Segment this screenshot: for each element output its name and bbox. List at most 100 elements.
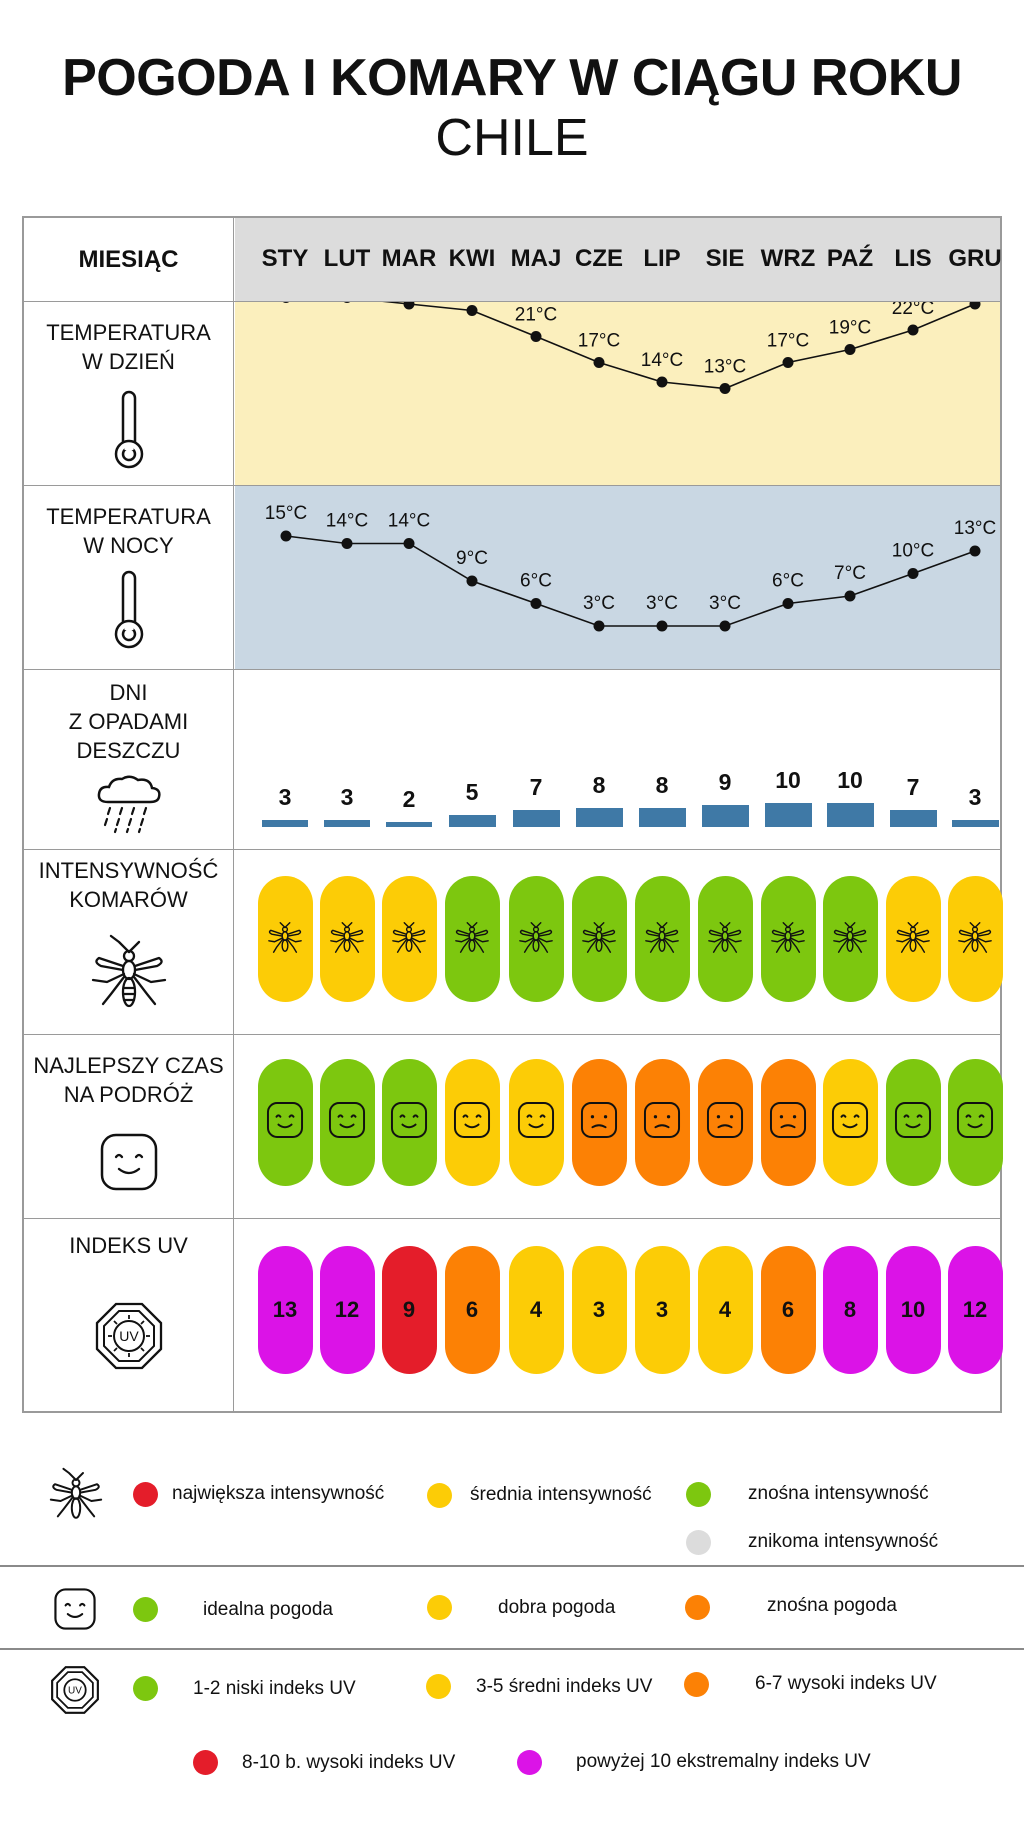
rain-bar xyxy=(764,803,812,827)
legend-dot-orange xyxy=(685,1595,710,1620)
mosquito-icon xyxy=(580,918,618,961)
mosquito-pill xyxy=(947,876,1003,1002)
temp-night-label: TEMPERATURA W NOCY xyxy=(46,504,211,558)
temp-night-label: 7°C xyxy=(834,563,866,584)
rain-bar-value: 10 xyxy=(775,767,801,793)
rain-bar xyxy=(386,822,432,827)
temp-night-point xyxy=(656,620,668,632)
month-label: WRZ xyxy=(760,245,816,272)
uv-value: 9 xyxy=(402,1297,416,1322)
rain-bar xyxy=(826,803,874,827)
legend-dot-green xyxy=(686,1482,711,1507)
mosquito-icon xyxy=(769,918,807,961)
month-label: MAR xyxy=(381,245,437,272)
legend-divider xyxy=(0,1565,1024,1567)
temp-night-point xyxy=(341,538,353,549)
legend-dot-green xyxy=(133,1597,158,1622)
legend-weather-good: dobra pogoda xyxy=(498,1597,616,1618)
month-label: LIS xyxy=(894,245,932,272)
best-time-pill xyxy=(319,1059,375,1186)
uv-value: 3 xyxy=(655,1297,669,1322)
mosquito-pill xyxy=(760,876,816,1002)
uv-value: 4 xyxy=(529,1297,543,1322)
temp-day-point xyxy=(466,305,478,316)
mosquito-icon xyxy=(24,932,234,1012)
temp-night-label-cell: TEMPERATURA W NOCY xyxy=(24,486,234,669)
uv-value: 4 xyxy=(718,1297,732,1322)
rain-label: DNI Z OPADAMI DESZCZU xyxy=(68,680,189,763)
svg-text:UV: UV xyxy=(68,1686,82,1697)
mosquito-label: INTENSYWNOŚĆ KOMARÓW xyxy=(38,858,219,912)
rain-bar-value: 9 xyxy=(718,769,732,796)
legend-dot-grey xyxy=(686,1530,711,1555)
best-time-pill xyxy=(822,1059,878,1186)
mosquito-pill xyxy=(257,876,313,1002)
temp-day-row: TEMPERATURA W DZIEŃ 27°C27°C26°C25°C21°C… xyxy=(24,266,1000,486)
legend-uv-medium: 3-5 średni indeks UV xyxy=(476,1676,653,1697)
rain-bar-value: 7 xyxy=(906,774,920,801)
smiley-icon xyxy=(54,1588,96,1635)
rain-bar xyxy=(262,819,308,827)
temp-day-point xyxy=(530,331,542,342)
legend-uv-very-high: 8-10 b. wysoki indeks UV xyxy=(242,1752,456,1773)
uv-label-cell: INDEKS UV UV xyxy=(24,1219,234,1411)
temp-day-label: 17°C xyxy=(578,331,620,352)
rain-bar-value: 10 xyxy=(837,767,863,793)
page-title: POGODA I KOMARY W CIĄGU ROKU xyxy=(62,49,962,107)
temp-night-label: 6°C xyxy=(772,571,804,592)
legend-dot-yellow xyxy=(427,1595,452,1620)
month-label: CZE xyxy=(575,245,623,272)
neutral-face-icon xyxy=(580,1101,618,1144)
best-time-pill xyxy=(760,1059,816,1186)
uv-pill: 4 xyxy=(697,1246,753,1374)
month-label: MAJ xyxy=(510,245,562,272)
smiley-icon xyxy=(266,1101,304,1144)
uv-value: 6 xyxy=(465,1297,479,1322)
best-time-pill xyxy=(571,1059,627,1186)
uv-pill: 9 xyxy=(381,1246,437,1374)
best-time-pill xyxy=(634,1059,690,1186)
legend-weather-bearable: znośna pogoda xyxy=(767,1595,897,1616)
mosquito-pill xyxy=(444,876,500,1002)
temp-day-label: 22°C xyxy=(892,302,934,319)
page-subtitle: CHILE xyxy=(435,109,589,167)
mosquito-label-cell: INTENSYWNOŚĆ KOMARÓW xyxy=(24,850,234,1034)
uv-pill: 3 xyxy=(634,1246,690,1374)
temp-day-point xyxy=(969,298,981,310)
temp-night-label: 3°C xyxy=(646,593,678,614)
temp-day-point xyxy=(719,383,731,394)
smiley-icon xyxy=(956,1101,994,1144)
temp-night-label: 3°C xyxy=(583,593,615,614)
legend-dot-red xyxy=(193,1750,218,1775)
temp-night-label: 9°C xyxy=(456,548,488,569)
legend-dot-red xyxy=(133,1482,158,1507)
uv-pill: 12 xyxy=(947,1246,1003,1374)
mosquito-icon xyxy=(48,1466,104,1527)
best-time-pill xyxy=(444,1059,500,1186)
temp-day-point xyxy=(341,292,353,303)
uv-label: INDEKS UV xyxy=(69,1233,188,1258)
mosquito-pill xyxy=(885,876,941,1002)
mosquito-pill xyxy=(822,876,878,1002)
rain-bar xyxy=(512,810,560,827)
uv-pill: 13 xyxy=(257,1246,313,1374)
month-label: MIESIĄC xyxy=(78,246,179,273)
neutral-face-icon xyxy=(643,1101,681,1144)
month-label: LUT xyxy=(323,245,371,272)
temp-night-label: 15°C xyxy=(265,503,307,524)
uv-value: 6 xyxy=(781,1297,795,1322)
rain-bar xyxy=(638,807,686,827)
temp-day-line xyxy=(286,296,976,390)
mosquito-pill xyxy=(381,876,437,1002)
best-time-pill xyxy=(508,1059,564,1186)
legend-dot-green xyxy=(133,1676,158,1701)
temp-night-point xyxy=(969,545,981,557)
neutral-face-icon xyxy=(769,1101,807,1144)
temp-day-label: 17°C xyxy=(767,331,809,352)
rain-bar-value: 8 xyxy=(655,771,669,798)
rain-bar xyxy=(701,805,749,827)
best-time-pill xyxy=(947,1059,1003,1186)
rain-bar-value: 3 xyxy=(278,783,292,810)
